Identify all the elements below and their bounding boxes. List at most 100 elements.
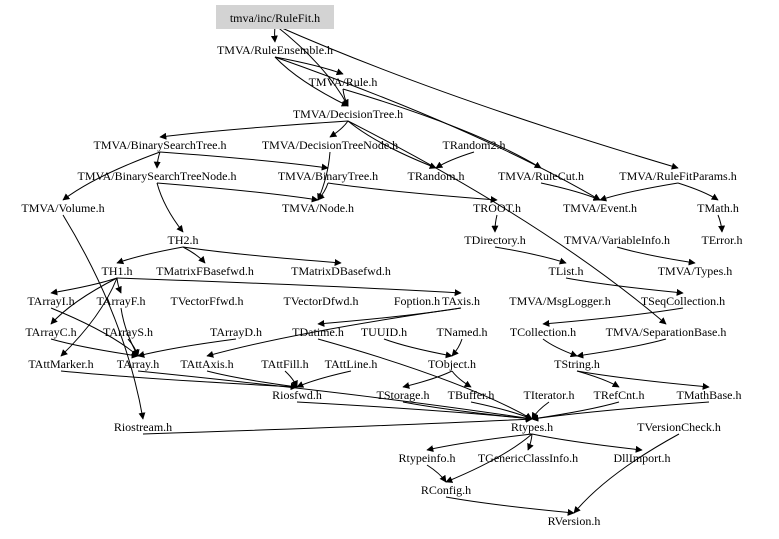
node-label: TRandom2.h — [443, 138, 506, 152]
header-node[interactable]: TMVA/Event.h — [563, 201, 637, 215]
header-node[interactable]: TCollection.h — [510, 325, 576, 339]
header-node[interactable]: TAttLine.h — [325, 357, 378, 371]
header-node[interactable]: TROOT.h — [473, 201, 521, 215]
dependency-edge — [274, 56, 344, 76]
dependency-edge — [426, 433, 533, 453]
header-node[interactable]: TRefCnt.h — [594, 388, 645, 402]
root-node[interactable]: tmva/inc/RuleFit.h — [216, 5, 334, 29]
header-node[interactable]: TError.h — [702, 233, 743, 247]
header-node[interactable]: TH2.h — [168, 233, 199, 247]
header-node[interactable]: TVersionCheck.h — [637, 420, 721, 434]
header-node[interactable]: TArrayC.h — [25, 325, 76, 339]
header-node[interactable]: TBuffer.h — [448, 388, 495, 402]
header-node[interactable]: TMVA/MsgLogger.h — [509, 294, 610, 308]
dependency-edge — [342, 88, 542, 169]
node-label: TMVA/Node.h — [282, 201, 354, 215]
header-node[interactable]: TMVA/Types.h — [658, 264, 733, 278]
header-node[interactable]: TMVA/VariableInfo.h — [564, 233, 670, 247]
node-label: TRandom.h — [408, 169, 465, 183]
header-node[interactable]: Foption.h — [394, 294, 440, 308]
dependency-edge — [540, 182, 601, 201]
edge-layer — [50, 24, 726, 516]
node-label: TAttLine.h — [325, 357, 378, 371]
header-node[interactable]: TArrayF.h — [96, 294, 145, 308]
header-node[interactable]: TAttMarker.h — [28, 357, 93, 371]
dependency-edge — [115, 277, 122, 294]
dependency-edge — [274, 24, 349, 107]
header-node[interactable]: TList.h — [549, 264, 584, 278]
node-label: TVectorFfwd.h — [171, 294, 244, 308]
header-node[interactable]: TArrayS.h — [103, 325, 153, 339]
node-label: TMVA/RuleFitParams.h — [619, 169, 736, 183]
node-label: TMVA/DecisionTreeNode.h — [262, 138, 398, 152]
header-node[interactable]: TDirectory.h — [464, 233, 526, 247]
header-node[interactable]: TMVA/BinarySearchTree.h — [94, 138, 227, 152]
header-node[interactable]: TUUID.h — [361, 325, 407, 339]
dependency-edge — [182, 246, 342, 267]
node-label: TAxis.h — [442, 294, 480, 308]
header-node[interactable]: TAxis.h — [442, 294, 480, 308]
dependency-edge — [159, 120, 349, 140]
dependency-edge — [62, 151, 161, 201]
header-node[interactable]: TMVA/BinaryTree.h — [278, 169, 378, 183]
header-node[interactable]: TArray.h — [117, 357, 160, 371]
header-node[interactable]: TMVA/Rule.h — [309, 75, 378, 89]
header-node[interactable]: TMVA/SeparationBase.h — [606, 325, 727, 339]
header-node[interactable]: DllImport.h — [614, 451, 671, 465]
node-label: TArrayC.h — [25, 325, 76, 339]
header-node[interactable]: Riosfwd.h — [272, 388, 322, 402]
dependency-edge — [565, 277, 684, 296]
dependency-edge — [274, 56, 601, 201]
dependency-edge — [576, 370, 710, 390]
node-label: TObject.h — [428, 357, 476, 371]
node-label: TVersionCheck.h — [637, 420, 721, 434]
node-label: DllImport.h — [614, 451, 671, 465]
header-node[interactable]: TRandom2.h — [443, 138, 506, 152]
dependency-edge — [116, 277, 462, 297]
header-node[interactable]: TAttFill.h — [261, 357, 308, 371]
header-node[interactable]: TMatrixDBasefwd.h — [291, 264, 391, 278]
header-node[interactable]: TMath.h — [697, 201, 739, 215]
header-node[interactable]: TDatime.h — [292, 325, 344, 339]
header-node[interactable]: TSeqCollection.h — [641, 294, 725, 308]
header-node[interactable]: TMVA/RuleFitParams.h — [619, 169, 736, 183]
header-node[interactable]: TMatrixFBasefwd.h — [156, 264, 254, 278]
dependency-edge — [717, 214, 726, 233]
header-node[interactable]: TIterator.h — [524, 388, 575, 402]
header-node[interactable]: TVectorDfwd.h — [284, 294, 359, 308]
header-node[interactable]: TMathBase.h — [677, 388, 742, 402]
header-node[interactable]: TString.h — [554, 357, 600, 371]
header-node[interactable]: Rtypeinfo.h — [399, 451, 456, 465]
header-node[interactable]: TMVA/Node.h — [282, 201, 354, 215]
header-node[interactable]: TMVA/Volume.h — [21, 201, 104, 215]
header-node[interactable]: Riostream.h — [114, 420, 172, 434]
header-node[interactable]: TArrayD.h — [210, 325, 262, 339]
header-node[interactable]: Rtypes.h — [511, 420, 553, 434]
dependency-edge — [576, 370, 620, 388]
dependency-edge — [274, 24, 679, 170]
dependency-edge — [445, 496, 575, 516]
header-node[interactable]: TMVA/BinarySearchTreeNode.h — [78, 169, 237, 183]
header-node[interactable]: TMVA/DecisionTreeNode.h — [262, 138, 398, 152]
dependency-edge — [153, 151, 161, 169]
header-node[interactable]: TAttAxis.h — [180, 357, 233, 371]
header-node[interactable]: RConfig.h — [421, 483, 471, 497]
dependency-edge — [317, 182, 329, 201]
header-node[interactable]: TRandom.h — [408, 169, 465, 183]
header-node[interactable]: TVectorFfwd.h — [171, 294, 244, 308]
header-node[interactable]: TNamed.h — [437, 325, 488, 339]
dependency-edge — [206, 307, 462, 358]
header-node[interactable]: TArrayI.h — [27, 294, 74, 308]
header-node[interactable]: TStorage.h — [377, 388, 430, 402]
header-node[interactable]: RVersion.h — [548, 514, 601, 528]
dependency-edge — [206, 370, 298, 390]
header-node[interactable]: TMVA/RuleEnsemble.h — [217, 43, 333, 57]
header-node[interactable]: TH1.h — [102, 264, 133, 278]
node-label: TArrayF.h — [96, 294, 145, 308]
header-node[interactable]: TMVA/DecisionTree.h — [293, 107, 403, 121]
header-node[interactable]: TMVA/RuleCut.h — [498, 169, 584, 183]
header-node[interactable]: TGenericClassInfo.h — [478, 451, 578, 465]
header-node[interactable]: TObject.h — [428, 357, 476, 371]
